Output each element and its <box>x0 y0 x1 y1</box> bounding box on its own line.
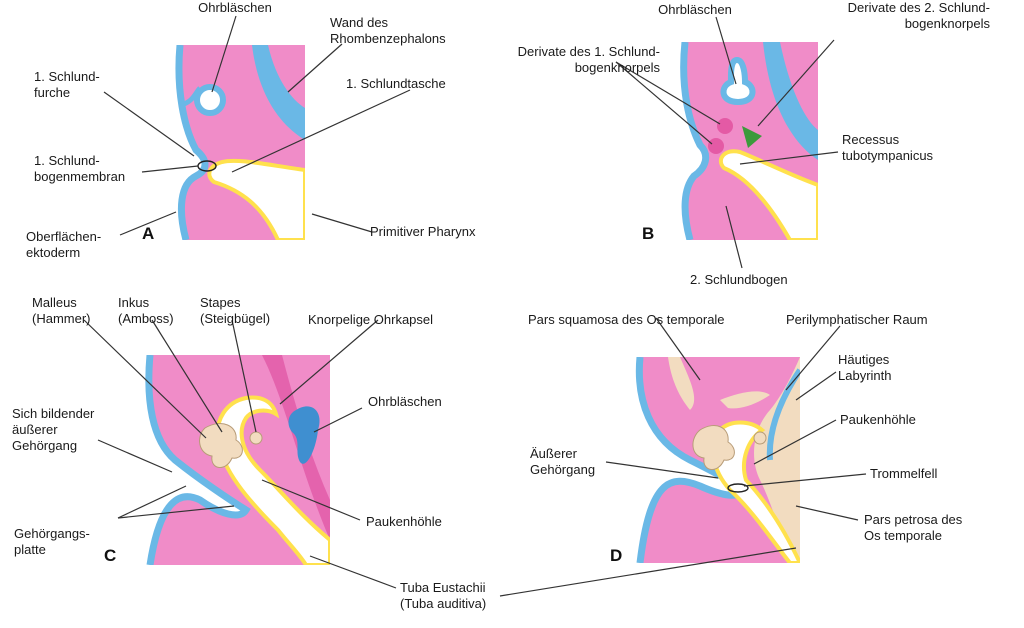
label-c-paukenhoehle: Paukenhöhle <box>366 514 442 529</box>
panel-letter-c: C <box>104 546 117 565</box>
label-c-knorpelige-ohrkapsel: Knorpelige Ohrkapsel <box>308 312 434 327</box>
panel-a-illustration <box>165 45 305 240</box>
label-d-pars-squamosa: Pars squamosa des Os temporale <box>528 312 725 327</box>
label-a-schlundfurche: 1. Schlund- furche <box>34 69 100 100</box>
label-c-malleus: Malleus (Hammer) <box>32 295 91 326</box>
label-b-derivate-1-schlundbogen: Derivate des 1. Schlund- bogenknorpels <box>517 44 660 75</box>
label-a-schlundtasche: 1. Schlundtasche <box>346 76 446 91</box>
label-d-pars-petrosa: Pars petrosa des Os temporale <box>864 512 963 543</box>
label-a-ohrblaeschen: Ohrbläschen <box>198 0 272 15</box>
panel-letter-b: B <box>642 224 655 243</box>
panel-d-illustration <box>628 357 800 563</box>
label-b-ohrblaeschen: Ohrbläschen <box>658 2 732 17</box>
label-c-aeusserer-gehoergang: Sich bildender äußerer Gehörgang <box>12 406 95 453</box>
label-d-paukenhoehle: Paukenhöhle <box>840 412 916 427</box>
label-b-recessus-tubotympanicus: Recessus tubotympanicus <box>842 132 934 163</box>
label-c-inkus: Inkus (Amboss) <box>118 295 174 326</box>
label-a-wand-rhombenzephalon: Wand des Rhombenzephalons <box>330 15 446 46</box>
panel-c-illustration <box>138 355 330 565</box>
label-d-trommelfell: Trommelfell <box>870 466 938 481</box>
label-d-perilymphatischer-raum: Perilymphatischer Raum <box>786 312 928 327</box>
label-tuba-eustachii: Tuba Eustachii (Tuba auditiva) <box>400 580 487 611</box>
label-c-stapes: Stapes (Steigbügel) <box>200 295 271 326</box>
panel-letter-d: D <box>610 546 623 565</box>
panel-b-illustration <box>668 42 818 240</box>
label-a-schlundbogenmembran: 1. Schlund- bogenmembran <box>34 153 126 184</box>
label-a-oberflaechenektoderm: Oberflächen- ektoderm <box>26 229 102 260</box>
label-d-haeutiges-labyrinth: Häutiges Labyrinth <box>838 352 892 383</box>
label-b-schlundbogen-2: 2. Schlundbogen <box>690 272 788 287</box>
label-d-aeusserer-gehoergang: Äußerer Gehörgang <box>530 446 596 477</box>
label-c-ohrblaeschen: Ohrbläschen <box>368 394 442 409</box>
label-b-derivate-2-schlundbogen: Derivate des 2. Schlund- bogenknorpels <box>847 0 990 31</box>
label-a-primitiver-pharynx: Primitiver Pharynx <box>370 224 476 239</box>
panel-letter-a: A <box>142 224 155 243</box>
label-c-gehoergangsplatte: Gehörgangs- platte <box>14 526 90 557</box>
leader-lines <box>83 15 867 597</box>
